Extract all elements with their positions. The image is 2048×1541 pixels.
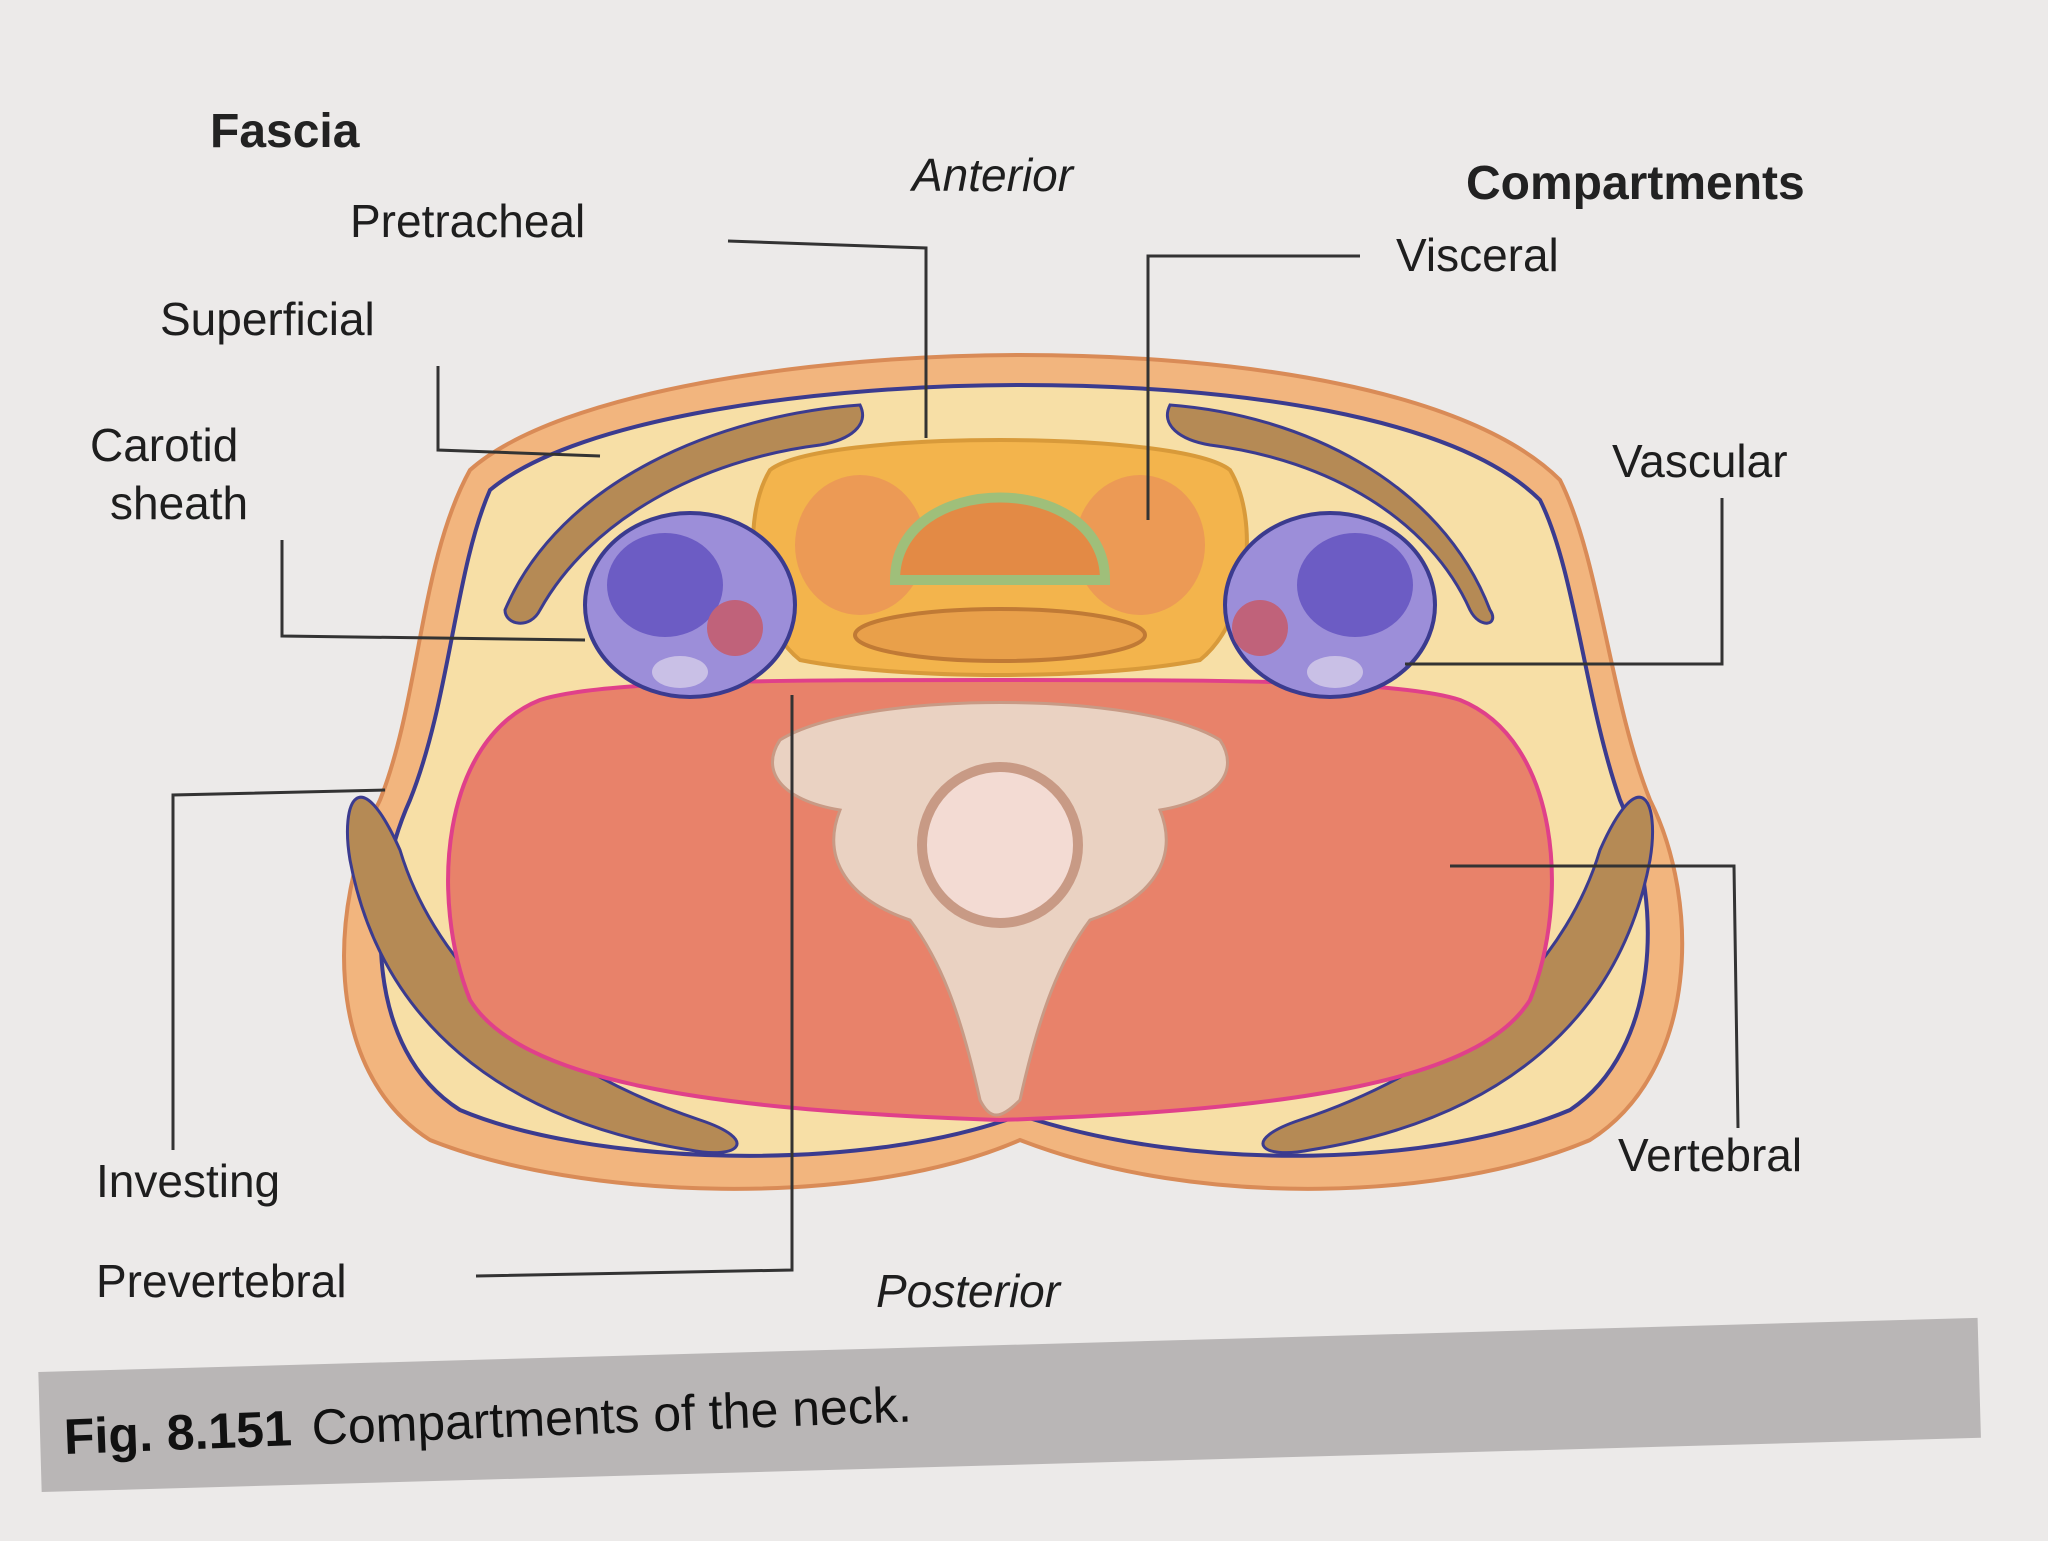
prevertebral-label: Prevertebral bbox=[96, 1255, 347, 1307]
vagus-left bbox=[652, 656, 708, 688]
visceral-label: Visceral bbox=[1396, 229, 1559, 281]
esophagus bbox=[853, 607, 1147, 663]
leader-vascular bbox=[1405, 498, 1724, 666]
leader-carotid bbox=[280, 540, 586, 642]
carotid-sheath-label-line1: Carotid bbox=[90, 419, 239, 471]
anterior-label: Anterior bbox=[912, 149, 1074, 201]
vascular-label: Vascular bbox=[1612, 435, 1788, 487]
trachea bbox=[889, 492, 1111, 585]
leader-vertebral bbox=[1450, 864, 1740, 1129]
jugular-vein-left bbox=[607, 533, 723, 637]
investing-label: Investing bbox=[96, 1155, 281, 1207]
sternocleidomastoid-left bbox=[503, 403, 864, 625]
carotid-artery-left bbox=[707, 600, 763, 656]
leader-pretracheal bbox=[727, 239, 928, 438]
vagus-right bbox=[1307, 656, 1363, 688]
carotid-artery-right bbox=[1232, 600, 1288, 656]
leader-investing bbox=[171, 788, 386, 1150]
superficial-label: Superficial bbox=[160, 293, 375, 345]
leader-superficial bbox=[436, 366, 601, 458]
vertebral-label: Vertebral bbox=[1618, 1129, 1803, 1181]
pretracheal-label: Pretracheal bbox=[350, 195, 586, 247]
carotid-sheath-label-line2: sheath bbox=[110, 477, 249, 529]
trapezius-right bbox=[1261, 795, 1654, 1155]
figure-number: Fig. 8.151 bbox=[62, 1400, 293, 1465]
leader-lines bbox=[171, 239, 1740, 1278]
leader-prevertebral bbox=[475, 695, 794, 1278]
leader-visceral bbox=[1146, 254, 1360, 520]
trapezius-left bbox=[346, 795, 739, 1155]
jugular-vein-right bbox=[1297, 533, 1413, 637]
fascia-heading: Fascia bbox=[210, 105, 360, 158]
posterior-label: Posterior bbox=[876, 1265, 1061, 1317]
sternocleidomastoid-right bbox=[1166, 403, 1494, 625]
compartments-heading: Compartments bbox=[1466, 157, 1805, 210]
spinal-cord bbox=[917, 762, 1083, 928]
